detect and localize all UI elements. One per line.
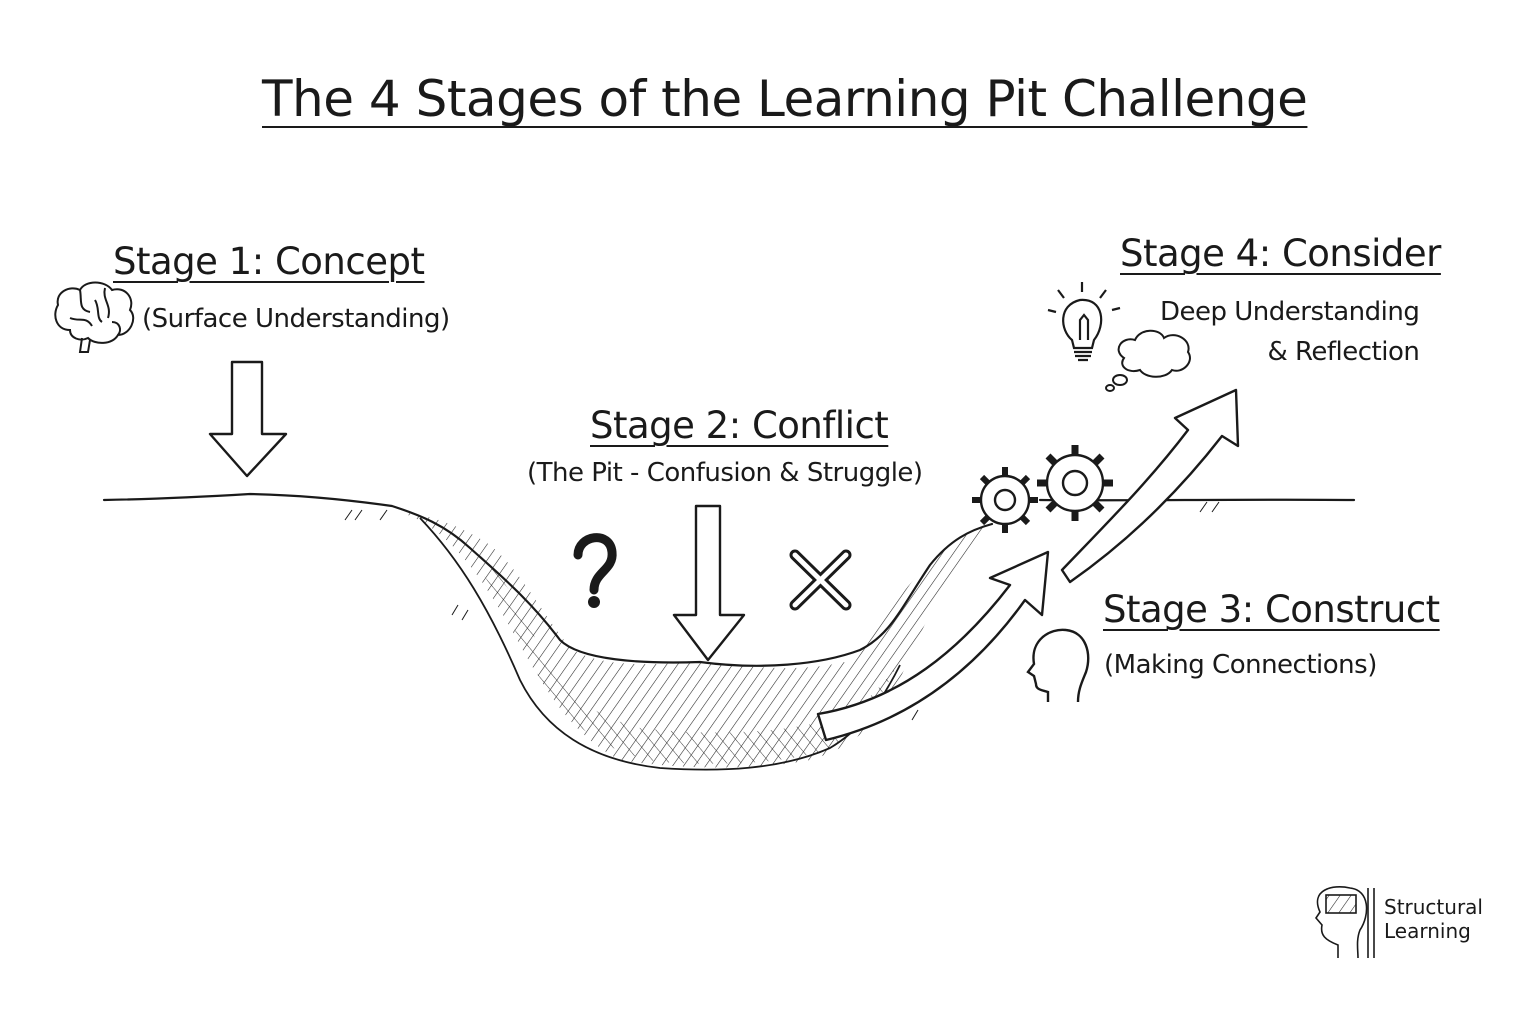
- stage3-heading: Stage 3: Construct: [1103, 588, 1440, 631]
- stage4-subtitle: Deep Understanding & Reflection: [1160, 292, 1420, 372]
- brain-icon: [54, 281, 135, 353]
- head-silhouette-icon: [1026, 628, 1090, 703]
- ground-line: [102, 492, 1356, 667]
- gears-icon: [972, 445, 1113, 533]
- cross-icon: [789, 549, 852, 611]
- pit-lower-contour: [419, 517, 901, 771]
- stage4-rising-arrow: [1060, 388, 1240, 584]
- head-puzzle-logo-icon: [1314, 886, 1375, 959]
- pit-hatching: [400, 512, 985, 768]
- stage1-heading: Stage 1: Concept: [113, 240, 425, 283]
- stage2-down-arrow: [672, 504, 746, 662]
- stage4-subtitle-line2: & Reflection: [1267, 337, 1420, 367]
- stage1-down-arrow: [208, 360, 288, 478]
- thought-cloud-icon: [1105, 329, 1191, 392]
- stage3-subtitle: (Making Connections): [1104, 650, 1377, 680]
- brand-line1: Structural: [1384, 895, 1483, 919]
- question-mark-icon: [573, 533, 617, 608]
- stage2-subtitle: (The Pit - Confusion & Struggle): [527, 458, 923, 488]
- stage1-subtitle: (Surface Understanding): [142, 304, 450, 334]
- lightbulb-icon: [1047, 282, 1121, 362]
- stage4-subtitle-line1: Deep Understanding: [1160, 297, 1420, 327]
- brand-name: Structural Learning: [1384, 895, 1483, 943]
- stage2-heading: Stage 2: Conflict: [590, 404, 889, 447]
- stage3-curved-arrow: [816, 550, 1050, 742]
- brand-line2: Learning: [1384, 919, 1471, 943]
- page-title: The 4 Stages of the Learning Pit Challen…: [262, 70, 1308, 128]
- stage4-heading: Stage 4: Consider: [1120, 232, 1441, 275]
